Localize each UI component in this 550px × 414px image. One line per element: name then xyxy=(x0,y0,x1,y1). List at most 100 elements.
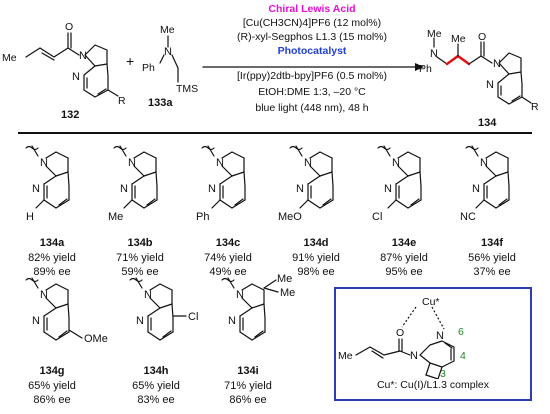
azaindoline-scaffold xyxy=(289,145,334,209)
bond-line xyxy=(251,331,266,341)
n-label: N xyxy=(472,183,480,195)
bond-line xyxy=(243,171,246,187)
attachment-wavy-bond xyxy=(25,277,39,283)
me-label: Me xyxy=(427,28,442,40)
entry-ee: 98% ee xyxy=(297,266,335,278)
bond-line xyxy=(239,307,253,317)
n-label: N xyxy=(486,79,494,91)
bond-line xyxy=(495,199,510,209)
me-label: Me xyxy=(338,350,353,362)
n-label: N xyxy=(410,350,418,362)
entry-label: 134g xyxy=(39,365,65,377)
bond-line xyxy=(251,283,265,291)
bond-line xyxy=(397,151,409,159)
me-label: Me xyxy=(451,33,466,45)
azaindoline-scaffold xyxy=(201,145,246,209)
n-label: N xyxy=(208,183,216,195)
azaindoline-scaffold xyxy=(25,145,70,209)
bond-line xyxy=(149,283,161,291)
entry-ee: 59% ee xyxy=(121,266,159,278)
bond-line xyxy=(55,303,69,309)
entry-label: 134c xyxy=(215,237,241,249)
bond-line xyxy=(419,171,422,187)
compound-label-132: 132 xyxy=(61,109,79,121)
bond-line xyxy=(407,199,422,209)
entry-yield: 87% yield xyxy=(380,252,428,264)
substituent-bond xyxy=(123,199,133,209)
bond-line xyxy=(295,145,303,157)
o-label: O xyxy=(396,327,404,339)
entry-ee: 86% ee xyxy=(33,394,71,406)
bond-line xyxy=(307,199,321,209)
bond-line xyxy=(67,303,70,319)
ir-reagent-text: [Ir(ppy)2dtb-bpy]PF6 (0.5 mol%) xyxy=(237,70,387,82)
n-label: N xyxy=(384,183,392,195)
n-label: N xyxy=(128,157,136,169)
entry-yield: 82% yield xyxy=(28,252,76,264)
azaindoline-scaffold xyxy=(25,277,70,341)
bond-line xyxy=(495,171,509,177)
light-text: blue light (448 nm), 48 h xyxy=(255,102,369,114)
bond-line xyxy=(241,297,253,309)
attachment-wavy-bond xyxy=(201,145,215,151)
n-label: N xyxy=(40,289,48,301)
plus-sign: + xyxy=(126,53,134,69)
bond-line xyxy=(143,199,158,209)
entry-yield: 71% yield xyxy=(224,380,272,392)
n-label: N xyxy=(392,157,400,169)
bond-line xyxy=(383,145,391,157)
ph-label: Ph xyxy=(142,62,155,74)
amine-133a-structure xyxy=(159,35,179,83)
bond-line xyxy=(407,151,421,159)
n-label: N xyxy=(32,183,40,195)
bond-line xyxy=(410,198,420,206)
entry-ee: 49% ee xyxy=(209,266,247,278)
n-label: N xyxy=(136,315,144,327)
ligand-text: (R)-xyl-Segphos L1.3 (15 mol%) xyxy=(237,31,387,43)
complex-caption: Cu*: Cu(I)/L1.3 complex xyxy=(376,379,490,391)
n-label: N xyxy=(40,157,48,169)
arrowhead xyxy=(415,63,424,71)
n-label: N xyxy=(79,50,87,62)
divider-line xyxy=(18,132,532,134)
substituent-label: Ph xyxy=(196,211,209,223)
bond-line xyxy=(254,330,264,338)
substituent-label: Cl xyxy=(188,311,198,323)
bond-line xyxy=(43,175,57,185)
entry-ee: 86% ee xyxy=(229,394,267,406)
bond-line xyxy=(319,199,334,209)
bond-line xyxy=(143,171,157,177)
ph-label: Ph xyxy=(419,63,432,75)
bond-line xyxy=(143,151,157,159)
position-number: 3 xyxy=(440,368,446,379)
cu-reagent-text: [Cu(CH3CN)4]PF6 (12 mol%) xyxy=(242,17,382,29)
bond-line xyxy=(395,175,409,185)
bond-line xyxy=(221,165,233,177)
bond-line xyxy=(395,199,409,209)
bond-line xyxy=(135,277,143,289)
attachment-wavy-bond xyxy=(465,145,479,151)
bond-line xyxy=(155,171,158,187)
bond-line xyxy=(309,151,321,159)
bond-line xyxy=(231,151,245,159)
attachment-wavy-bond xyxy=(129,277,143,283)
substituent-label: NC xyxy=(460,211,476,223)
bond-line xyxy=(331,171,334,187)
entry-yield: 71% yield xyxy=(116,252,164,264)
product-134-structure xyxy=(433,37,532,105)
cu-complex-structure: Cu* O Me N N 6 4 3 xyxy=(338,296,466,379)
reaction-scheme: Me O N N R + Me N Ph TMS 132 133a xyxy=(2,21,539,129)
azaindoline-scaffold xyxy=(221,277,266,341)
bond-line xyxy=(43,331,57,341)
bond-line xyxy=(31,145,39,157)
bond-line xyxy=(147,331,161,341)
bond-line xyxy=(162,330,172,338)
chiral-lewis-acid-title: Chiral Lewis Acid xyxy=(268,3,356,15)
tms-label: TMS xyxy=(176,83,198,95)
bond-line xyxy=(55,151,69,159)
bond-line xyxy=(133,151,145,159)
entry-yield: 65% yield xyxy=(132,380,180,392)
bond-line xyxy=(483,199,497,209)
